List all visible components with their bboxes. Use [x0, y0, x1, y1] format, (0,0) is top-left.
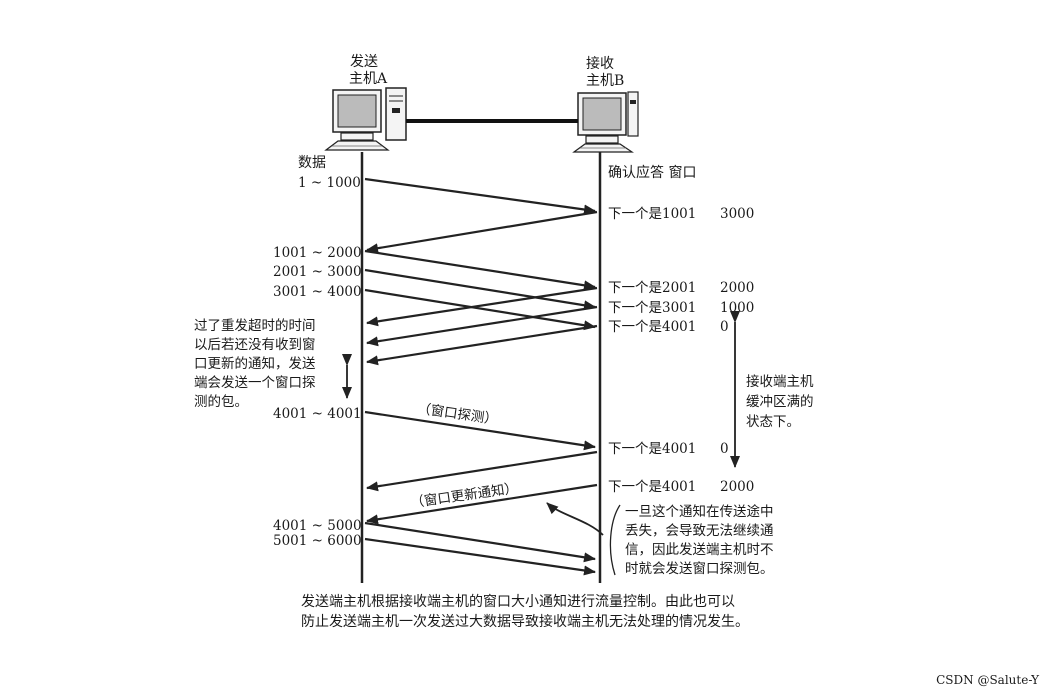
ack-arrow-2: [366, 286, 598, 327]
note-left-line5: 测的包。: [194, 394, 248, 410]
data-arrow-5: [364, 521, 596, 563]
data-arrow-3: [364, 268, 596, 311]
ack-arrow-3: [366, 305, 598, 347]
ack-window-2: 2000: [720, 280, 754, 296]
data-label-5: 4001 ~ 4001: [273, 406, 362, 422]
data-arrow-4: [364, 288, 596, 331]
receiver-label-line1: 接收: [586, 55, 614, 72]
window-probe-label: （窗口探测）: [416, 400, 499, 428]
data-label-2: 1001 ~ 2000: [273, 245, 362, 261]
data-label-4: 3001 ~ 4000: [273, 284, 362, 300]
receiver-computer-icon: [572, 91, 639, 153]
ack-arrow-5: [366, 450, 598, 492]
ack-next-6: 下一个是4001: [608, 479, 696, 495]
lost-notification-note: 一旦这个通知在传送途中 丢失，会导致无法继续通 信，因此发送端主机时不 时就会发…: [625, 503, 774, 577]
buffer-full-note: 接收端主机 缓冲区满的 状态下。: [746, 373, 814, 430]
ack-next-4: 下一个是4001: [608, 319, 696, 335]
note-right-line3: 状态下。: [746, 414, 800, 430]
ack-window-5: 0: [720, 441, 729, 457]
resend-timeout-note: 过了重发超时的时间 以后若还没有收到窗 口更新的通知，发送 端会发送一个窗口探 …: [194, 318, 316, 410]
ack-next-1: 下一个是1001: [608, 206, 696, 222]
sender-label-line1: 发送: [350, 54, 378, 70]
ack-arrow-1: [366, 210, 598, 254]
note-left-line3: 口更新的通知，发送: [194, 355, 316, 372]
data-arrow-2: [364, 249, 596, 291]
note-br-line3: 信，因此发送端主机时不: [625, 542, 774, 558]
watermark: CSDN @Salute-Y: [936, 673, 1040, 687]
data-arrow-1: [364, 177, 596, 215]
window-update-arrow: [366, 483, 598, 525]
ack-next-2: 下一个是2001: [608, 280, 696, 296]
note-br-line1: 一旦这个通知在传送途中: [625, 503, 774, 520]
caption-line1: 发送端主机根据接收端主机的窗口大小通知进行流量控制。由此也可以: [301, 593, 735, 610]
ack-window-1: 3000: [720, 206, 754, 222]
lost-notification-pointer: [546, 502, 604, 536]
ack-next-5: 下一个是4001: [608, 441, 696, 457]
caption-line2: 防止发送端主机一次发送过大数据导致接收端主机无法处理的情况发生。: [301, 613, 749, 630]
note-right-line1: 接收端主机: [746, 373, 814, 390]
ack-arrow-4: [366, 324, 598, 366]
ack-next-3: 下一个是3001: [608, 300, 696, 316]
note-right-line2: 缓冲区满的: [746, 394, 814, 410]
note-br-line4: 时就会发送窗口探测包。: [625, 560, 774, 577]
data-label-6: 4001 ~ 5000: [273, 518, 362, 534]
data-arrow-6: [364, 537, 596, 576]
note-bracket: [609, 504, 621, 576]
ack-window-3: 1000: [720, 300, 754, 316]
note-left-line4: 端会发送一个窗口探: [194, 374, 316, 391]
note-left-line2: 以后若还没有收到窗: [194, 336, 316, 353]
ack-header: 确认应答 窗口: [608, 164, 696, 181]
window-probe-arrow: [364, 410, 596, 451]
ack-window-6: 2000: [720, 479, 754, 495]
data-label-3: 2001 ~ 3000: [273, 264, 362, 280]
data-label-7: 5001 ~ 6000: [273, 533, 362, 549]
sender-label-line2: 主机A: [349, 71, 388, 87]
data-header: 数据: [298, 155, 326, 171]
ack-window-4: 0: [720, 319, 729, 335]
note-left-line1: 过了重发超时的时间: [194, 318, 316, 334]
note-br-line2: 丢失，会导致无法继续通: [625, 523, 774, 539]
sender-computer-icon: [324, 87, 407, 151]
data-label-1: 1 ~ 1000: [298, 175, 361, 191]
receiver-label-line2: 主机B: [586, 73, 624, 89]
